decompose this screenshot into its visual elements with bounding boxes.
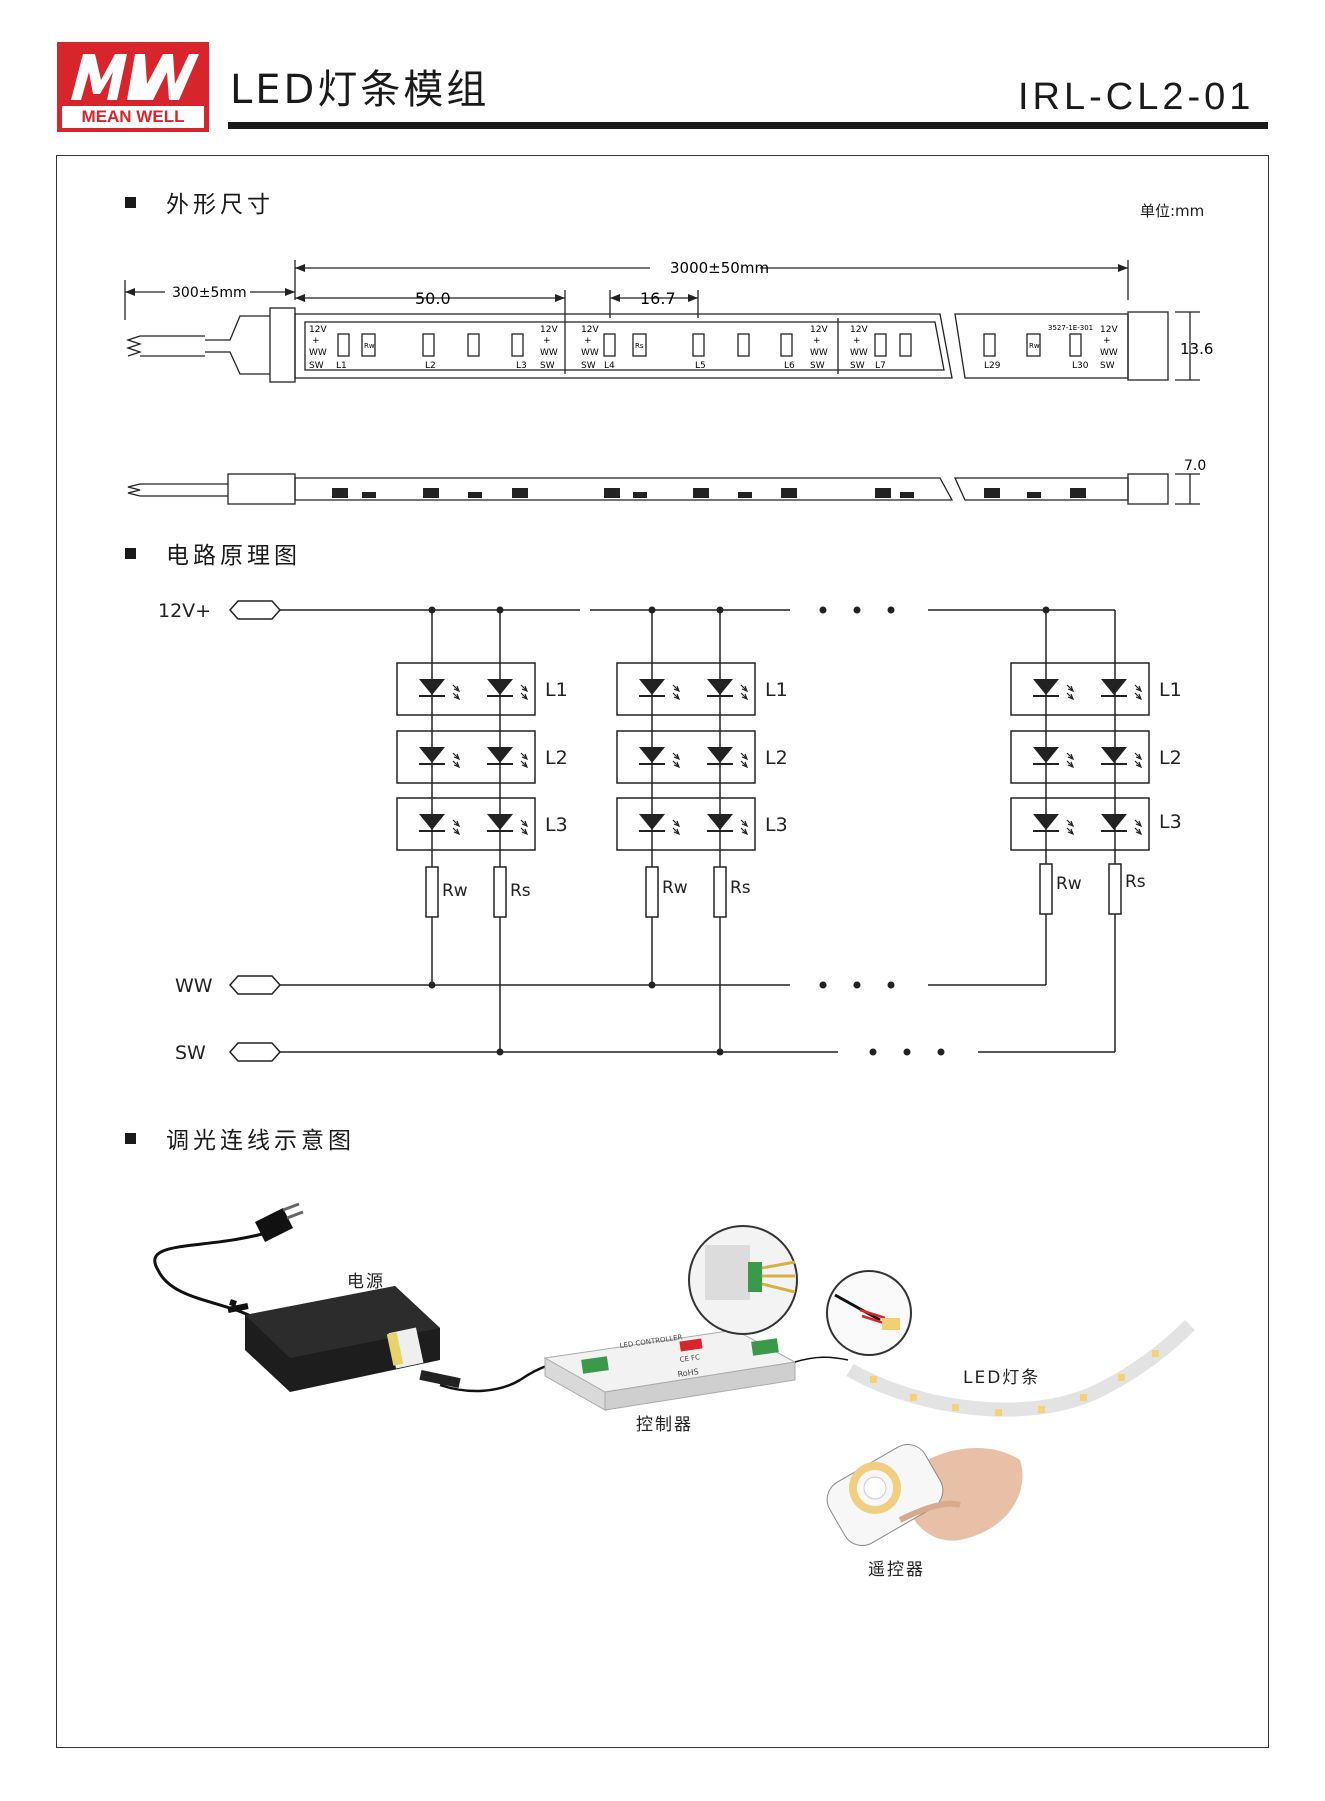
pitch-led-label: 16.7 (640, 289, 676, 308)
pad-label: SW (309, 361, 324, 371)
led-label: L1 (336, 361, 347, 371)
pad-label: 12V (1100, 325, 1118, 335)
lead-length-label: 300±5mm (172, 285, 247, 301)
led-label: L5 (695, 361, 706, 371)
resistor-label: Rs (635, 342, 644, 350)
led-label: L7 (875, 361, 886, 371)
logo-text: MEAN WELL (62, 106, 204, 128)
section-wiring-title: 调光连线示意图 (166, 1128, 355, 1154)
resistor-rw-label: Rw (442, 881, 468, 901)
controller-text: RoHS (677, 1367, 699, 1379)
led-label: L2 (425, 361, 436, 371)
bullet-icon (125, 197, 136, 208)
pad-label: WW (309, 348, 327, 358)
led-row-label: L2 (765, 747, 788, 769)
pad-label: + (584, 336, 592, 346)
controller-detail-icon (688, 1225, 798, 1335)
remote-label: 遥控器 (868, 1560, 925, 1580)
resistor-rw-label: Rw (1056, 874, 1082, 894)
resistor-rs-label: Rs (730, 878, 751, 898)
pad-label: SW (810, 361, 825, 371)
pad-label: + (813, 336, 821, 346)
pad-label: WW (1100, 348, 1118, 358)
controller-text: CE FC (679, 1353, 700, 1364)
resistor-rs-label: Rs (510, 881, 531, 901)
led-label: L30 (1072, 361, 1089, 371)
total-length-label: 3000±50mm (670, 259, 769, 277)
resistor-rw-label: Rw (662, 878, 688, 898)
led-label: L3 (516, 361, 527, 371)
section-wiring: 调光连线示意图 (125, 1130, 355, 1153)
strip-connector-detail-icon (826, 1270, 912, 1356)
led-row-label: L1 (765, 679, 788, 701)
content-frame (56, 155, 1269, 1748)
controller-icon: LED CONTROLLER CE FC RoHS (543, 1329, 797, 1411)
wiring-illustration: LED CONTROLLER CE FC RoHS 电源 控制器 (153, 1202, 1195, 1580)
led-row-label: L2 (545, 747, 568, 769)
led-row-label: L1 (545, 679, 568, 701)
led-label: L4 (604, 361, 615, 371)
pad-label: SW (850, 361, 865, 371)
pad-label: WW (581, 348, 599, 358)
resistor-label: Rw (1029, 342, 1040, 350)
power-supply-label: 电源 (347, 1272, 385, 1292)
resistor-label: Rw (364, 342, 375, 350)
section-circuit-title: 电路原理图 (166, 543, 301, 569)
dimension-drawing: 3000±50mm 300±5mm 50.0 16.7 13.6 7.0 12V… (124, 259, 1213, 505)
pad-label: WW (810, 348, 828, 358)
model-number: IRL-CL2-01 (1018, 76, 1255, 118)
width-label: 13.6 (1180, 340, 1213, 358)
pad-label: + (853, 336, 861, 346)
pad-label: 12V (810, 325, 828, 335)
resistor-rs-label: Rs (1125, 872, 1146, 892)
pad-label: SW (1100, 361, 1115, 371)
controller-label: 控制器 (636, 1415, 693, 1435)
terminal-sw-label: SW (175, 1042, 206, 1064)
circuit-schematic: 12V+ WW SW L1 L2 L3 L1 L2 L3 L1 L2 L3 Rw… (158, 600, 1182, 1064)
led-label: L29 (984, 361, 1001, 371)
pad-label: + (543, 336, 551, 346)
remote-control-icon (826, 1444, 1023, 1546)
led-row-label: L3 (1159, 811, 1182, 833)
led-row-label: L3 (545, 814, 568, 836)
header-rule (228, 122, 1268, 129)
pad-label: + (312, 336, 320, 346)
pitch-group-label: 50.0 (415, 289, 451, 308)
section-dimensions-title: 外形尺寸 (166, 192, 274, 218)
section-circuit: 电路原理图 (125, 545, 301, 568)
part-code: 3527-1E-301 (1048, 324, 1093, 332)
led-label: L6 (784, 361, 795, 371)
terminal-ww-label: WW (175, 975, 213, 997)
page-title: LED灯条模组 (230, 67, 490, 113)
bullet-icon (125, 548, 136, 559)
section-dimensions: 外形尺寸 (125, 194, 274, 217)
pad-label: 12V (309, 325, 327, 335)
led-row-label: L3 (765, 814, 788, 836)
pad-label: 12V (850, 325, 868, 335)
mean-well-logo: MEAN WELL (57, 42, 209, 132)
unit-label: 单位:mm (1140, 202, 1205, 220)
pad-label: SW (540, 361, 555, 371)
mw-logo-icon (71, 54, 199, 100)
pad-label: WW (850, 348, 868, 358)
pad-label: WW (540, 348, 558, 358)
pad-label: SW (581, 361, 596, 371)
bullet-icon (125, 1133, 136, 1144)
pad-label: 12V (540, 325, 558, 335)
height-label: 7.0 (1184, 458, 1206, 474)
led-strip-label: LED灯条 (963, 1368, 1040, 1388)
led-row-label: L1 (1159, 679, 1182, 701)
led-strip-icon (846, 1320, 1195, 1417)
pad-label: 12V (581, 325, 599, 335)
led-row-label: L2 (1159, 747, 1182, 769)
terminal-12v-label: 12V+ (158, 600, 211, 622)
pad-label: + (1103, 336, 1111, 346)
plug-icon (255, 1202, 304, 1242)
power-supply-icon (227, 1286, 440, 1392)
